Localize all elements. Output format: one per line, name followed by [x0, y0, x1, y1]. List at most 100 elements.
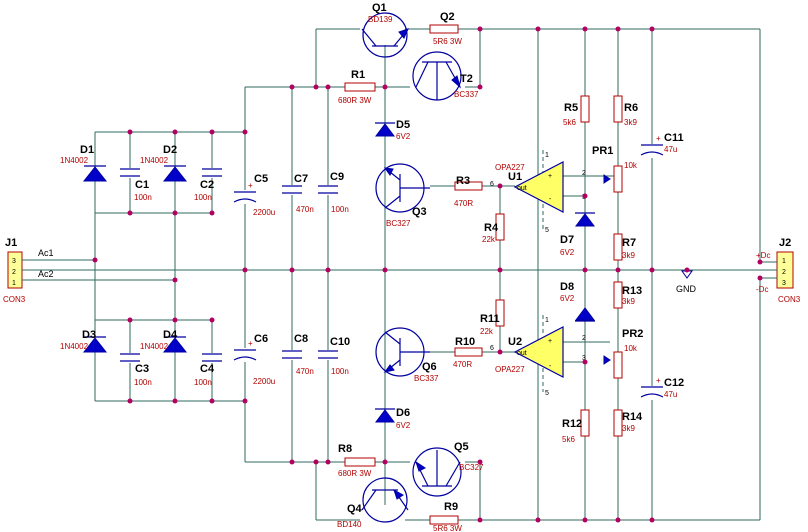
- j2-pin-3: 3: [782, 280, 786, 287]
- resistor-r7: R7 3k9: [613, 233, 636, 261]
- c6-value: 2200u: [253, 377, 275, 386]
- potentiometer-pr1: PR1 10k: [592, 145, 638, 193]
- q6-ref: Q6: [422, 361, 437, 373]
- zener-d5: D5 6V2: [375, 119, 411, 141]
- u1-minus: -: [549, 196, 552, 203]
- c2-value: 100n: [194, 193, 212, 202]
- d5-value: 6V2: [396, 132, 411, 141]
- t2-ref: T2: [460, 73, 473, 85]
- resistor-r6: R6 3k9: [613, 95, 638, 127]
- r1-value: 680R 3W: [338, 96, 372, 105]
- u1-plus: +: [548, 173, 552, 180]
- net-label-gnd: GND: [676, 284, 697, 294]
- r3-value: 470R: [454, 199, 473, 208]
- q1-ref: Q1: [372, 2, 387, 14]
- r10-ref: R10: [455, 336, 475, 348]
- resistor-r1: R1 680R 3W: [338, 69, 376, 105]
- r8-value: 680R 3W: [338, 469, 372, 478]
- c10-ref: C10: [330, 336, 350, 348]
- u1-pin6: 6: [490, 181, 494, 188]
- r5-ref: R5: [564, 102, 578, 114]
- resistor-r3: R3 470R: [454, 175, 483, 208]
- r7-value: 3k9: [622, 251, 635, 260]
- r11-ref: R11: [480, 313, 500, 325]
- connector-j2: 1 2 3 J2 CON3: [760, 237, 801, 304]
- transistor-q4: Q4 BD140: [337, 477, 409, 529]
- c1-ref: C1: [135, 179, 149, 191]
- diode-d2-symbol: [162, 166, 188, 182]
- diode-d1-symbol: [82, 166, 108, 182]
- pr2-ref: PR2: [622, 328, 643, 340]
- capacitor-c7: C7 470n: [282, 173, 314, 214]
- resistor-r11: R11 22k: [480, 299, 505, 336]
- u2-value: OPA227: [495, 365, 525, 374]
- capacitor-c2: C2 100n: [194, 168, 222, 202]
- r4-ref: R4: [484, 222, 499, 234]
- u1-value: OPA227: [495, 163, 525, 172]
- r14-ref: R14: [622, 411, 643, 423]
- resistor-r10: R10 470R: [453, 336, 483, 369]
- c12-plus: +: [656, 376, 661, 385]
- diode-d4: D4 1N4002: [140, 329, 188, 353]
- j1-pin-1: 1: [12, 280, 16, 287]
- u1-pin2: 2: [582, 170, 586, 177]
- c4-ref: C4: [200, 363, 215, 375]
- c6-ref: C6: [254, 333, 268, 345]
- q4-ref: Q4: [347, 503, 363, 515]
- r9-ref: R9: [444, 501, 458, 513]
- u2-pin6: 6: [490, 345, 494, 352]
- net-label-ac1: Ac1: [38, 248, 54, 258]
- diode-d1: D1 1N4002: [60, 144, 108, 182]
- resistor-r4: R4 22k: [482, 213, 505, 244]
- resistor-r14: R14 3k9: [613, 409, 643, 437]
- ground-symbol: GND: [676, 270, 697, 294]
- r5-value: 5k6: [563, 118, 576, 127]
- u2-pin2: 2: [582, 335, 586, 342]
- t2-value: BC337: [454, 90, 479, 99]
- c11-value: 47u: [664, 145, 677, 154]
- u1-ref: U1: [508, 171, 522, 183]
- capacitor-c11: + C11 47u: [640, 132, 684, 158]
- resistor-r8: R8 680R 3W: [338, 443, 376, 478]
- d5-ref: D5: [396, 119, 410, 131]
- q5-value: BC327: [459, 463, 484, 472]
- r13-value: 3k9: [622, 297, 635, 306]
- c2-ref: C2: [200, 179, 214, 191]
- zener-d7: D7 6V2: [560, 212, 595, 257]
- resistor-r9: R9 5R6 3W: [429, 501, 462, 532]
- opamp-u2: + - out 1 2 3 5 6 U2 OPA227: [490, 315, 586, 397]
- capacitor-c9: C9 100n: [318, 171, 349, 214]
- j1-ref: J1: [5, 237, 17, 249]
- resistor-r13: R13 3k9: [613, 281, 642, 309]
- j2-value: CON3: [778, 295, 801, 304]
- potentiometer-pr2: PR2 10k: [603, 328, 643, 379]
- diode-d3-symbol: [82, 337, 108, 353]
- resistor-q2: Q2 5R6 3W: [429, 11, 462, 46]
- c3-ref: C3: [135, 363, 149, 375]
- capacitor-c12: + C12 47u: [640, 376, 684, 400]
- c9-value: 100n: [331, 205, 349, 214]
- c4-value: 100n: [194, 378, 212, 387]
- c3-value: 100n: [134, 378, 152, 387]
- r6-ref: R6: [624, 102, 638, 114]
- net-label-ac2: Ac2: [38, 269, 54, 279]
- d8-value: 6V2: [560, 294, 575, 303]
- j1-value: CON3: [3, 295, 26, 304]
- d2-ref: D2: [163, 144, 177, 156]
- pr1-value: 10k: [624, 161, 638, 170]
- zener-d8: D8 6V2: [560, 281, 595, 322]
- c5-value: 2200u: [253, 208, 275, 217]
- d7-value: 6V2: [560, 248, 575, 257]
- capacitor-c10: C10 100n: [318, 336, 350, 376]
- r1-ref: R1: [351, 69, 365, 81]
- d4-ref: D4: [163, 329, 178, 341]
- transistor-q5: Q5 BC327: [412, 441, 484, 497]
- d6-value: 6V2: [396, 421, 411, 430]
- transistor-q6: Q6 BC337: [375, 327, 439, 383]
- q3-ref: Q3: [412, 206, 427, 218]
- c11-plus: +: [656, 134, 661, 143]
- q2-ref: Q2: [440, 11, 455, 23]
- connector-j1: 3 2 1 J1 CON3: [3, 237, 30, 304]
